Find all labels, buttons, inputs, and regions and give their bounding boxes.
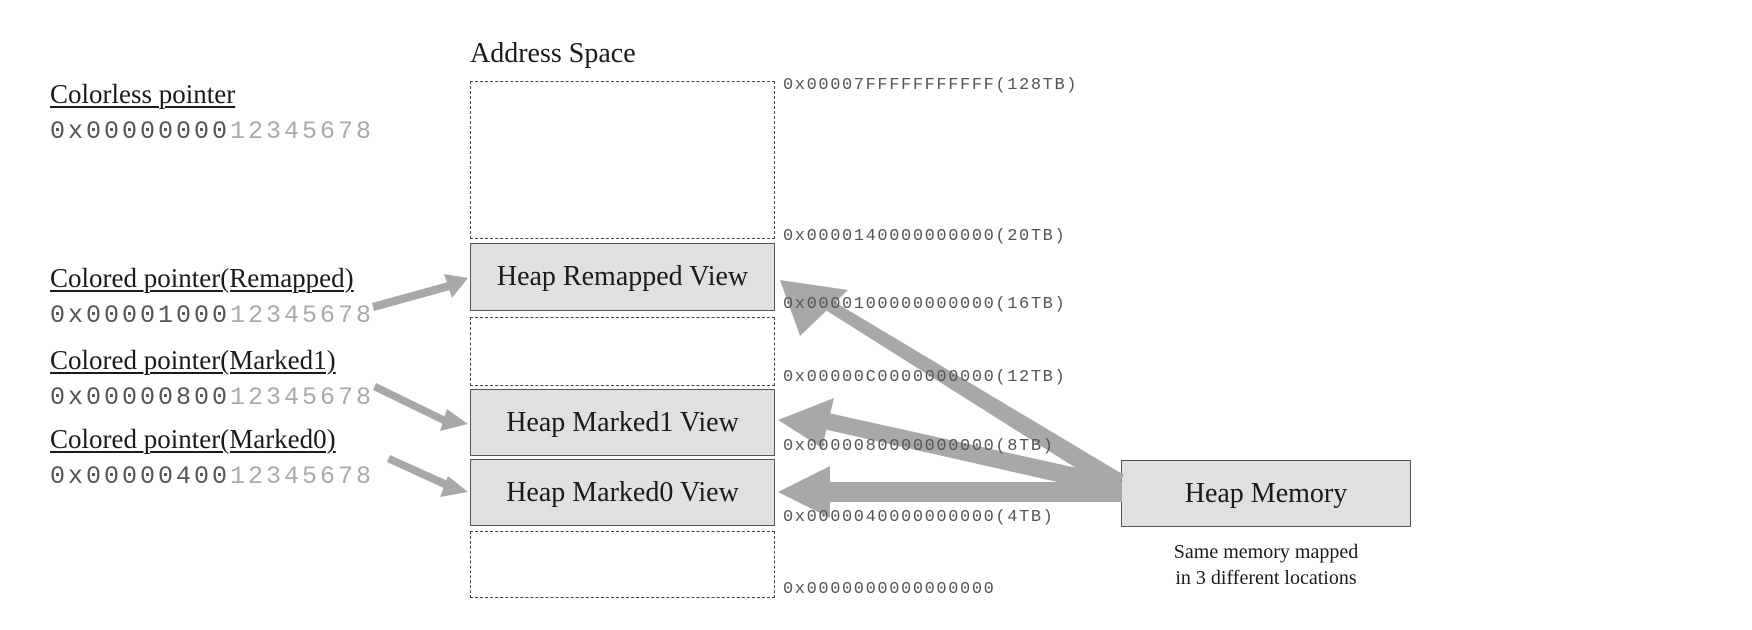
address-space-top-region bbox=[470, 81, 775, 239]
address-16tb: 0x0000100000000000(16TB) bbox=[783, 295, 1067, 314]
arrow-heap-to-remapped bbox=[780, 280, 1124, 492]
address-128tb: 0x00007FFFFFFFFFFF(128TB) bbox=[783, 76, 1079, 95]
arrow-marked1-pointer bbox=[373, 383, 468, 431]
heap-remapped-view: Heap Remapped View bbox=[470, 243, 775, 311]
address-4tb: 0x0000040000000000(4TB) bbox=[783, 508, 1055, 527]
marked1-pointer-value: 0x0000080012345678 bbox=[50, 383, 375, 412]
heap-marked0-view: Heap Marked0 View bbox=[470, 459, 775, 526]
arrow-heap-to-marked1 bbox=[778, 398, 1122, 496]
address-space-bottom-region bbox=[470, 531, 775, 598]
address-8tb: 0x0000080000000000(8TB) bbox=[783, 437, 1055, 456]
heap-marked1-view: Heap Marked1 View bbox=[470, 389, 775, 456]
address-12tb: 0x00000C0000000000(12TB) bbox=[783, 368, 1067, 387]
arrow-remapped-pointer bbox=[372, 274, 468, 311]
marked1-pointer-label: Colored pointer(Marked1) bbox=[50, 345, 336, 375]
address-zero: 0x0000000000000000 bbox=[783, 580, 996, 599]
heap-memory-box: Heap Memory bbox=[1121, 460, 1411, 527]
address-space-title: Address Space bbox=[470, 38, 636, 69]
remapped-pointer-value: 0x0000100012345678 bbox=[50, 301, 375, 330]
address-space-gap-region bbox=[470, 317, 775, 386]
colorless-pointer-label: Colorless pointer bbox=[50, 79, 236, 109]
arrow-heap-to-marked0 bbox=[778, 466, 1122, 518]
arrow-marked0-pointer bbox=[387, 455, 468, 497]
heap-memory-note: Same memory mapped in 3 different locati… bbox=[1173, 541, 1359, 589]
colorless-pointer-value: 0x0000000012345678 bbox=[50, 117, 375, 146]
address-20tb: 0x0000140000000000(20TB) bbox=[783, 227, 1067, 246]
marked0-pointer-label: Colored pointer(Marked0) bbox=[50, 424, 336, 454]
marked0-pointer-value: 0x0000040012345678 bbox=[50, 462, 375, 491]
remapped-pointer-label: Colored pointer(Remapped) bbox=[50, 263, 354, 293]
